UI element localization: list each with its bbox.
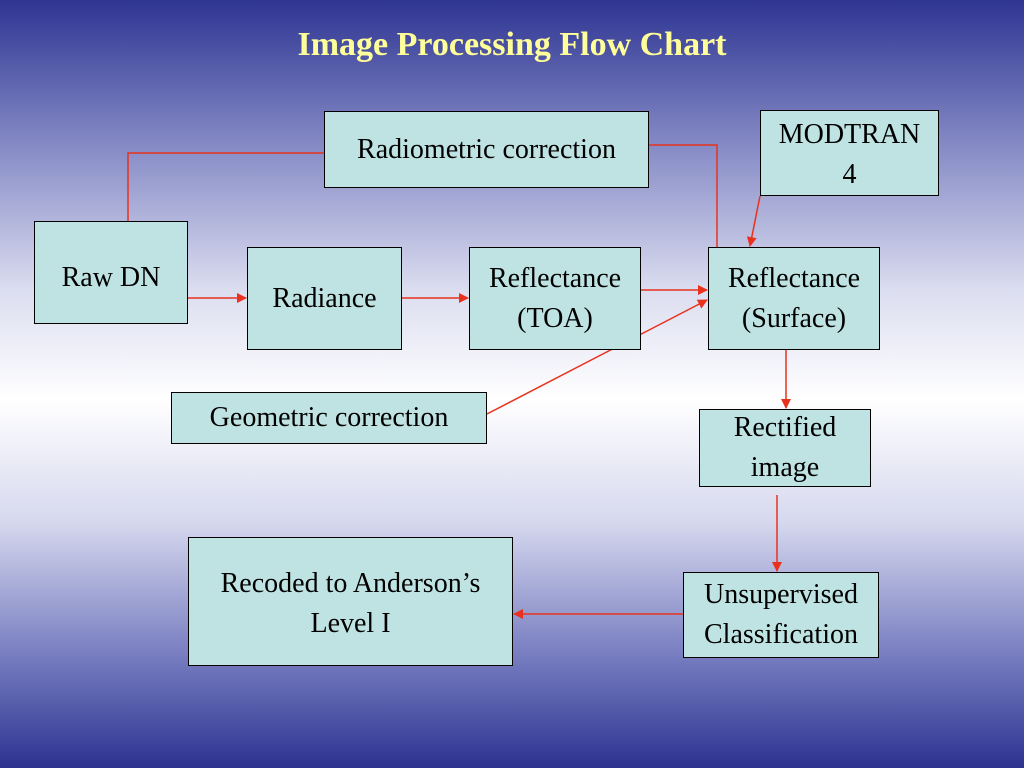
- node-label: Radiance: [272, 282, 377, 314]
- node-reflectance-toa: Reflectance (TOA): [469, 247, 641, 350]
- arrow-modtran-to-surface: [746, 195, 761, 247]
- node-rectified-image: Rectified image: [699, 409, 871, 487]
- node-recoded-anderson: Recoded to Anderson’s Level I: [188, 537, 513, 666]
- node-reflectance-surface: Reflectance (Surface): [708, 247, 880, 350]
- node-label: MODTRAN 4: [778, 119, 921, 190]
- node-label: Rectified image: [733, 412, 837, 483]
- node-radiance: Radiance: [247, 247, 402, 350]
- connector-rawdn-to-radiometric: [127, 152, 324, 221]
- node-label: Raw DN: [61, 262, 161, 293]
- node-radiometric-correction: Radiometric correction: [324, 111, 649, 188]
- node-label: Recoded to Anderson’s Level I: [220, 568, 481, 639]
- node-geometric-correction: Geometric correction: [171, 392, 487, 444]
- node-modtran: MODTRAN 4: [760, 110, 939, 196]
- connector-radiometric-to-surface: [648, 144, 718, 248]
- node-unsupervised-classification: Unsupervised Classification: [683, 572, 879, 658]
- node-label: Reflectance (Surface): [727, 262, 861, 334]
- node-label: Geometric correction: [209, 402, 449, 433]
- arrow-geometric-to-surface: [486, 299, 708, 415]
- node-raw-dn: Raw DN: [34, 221, 188, 324]
- page-title: Image Processing Flow Chart: [297, 26, 727, 63]
- node-label: Unsupervised Classification: [704, 579, 858, 650]
- node-label: Reflectance (TOA): [488, 262, 622, 334]
- node-label: Radiometric correction: [357, 133, 616, 165]
